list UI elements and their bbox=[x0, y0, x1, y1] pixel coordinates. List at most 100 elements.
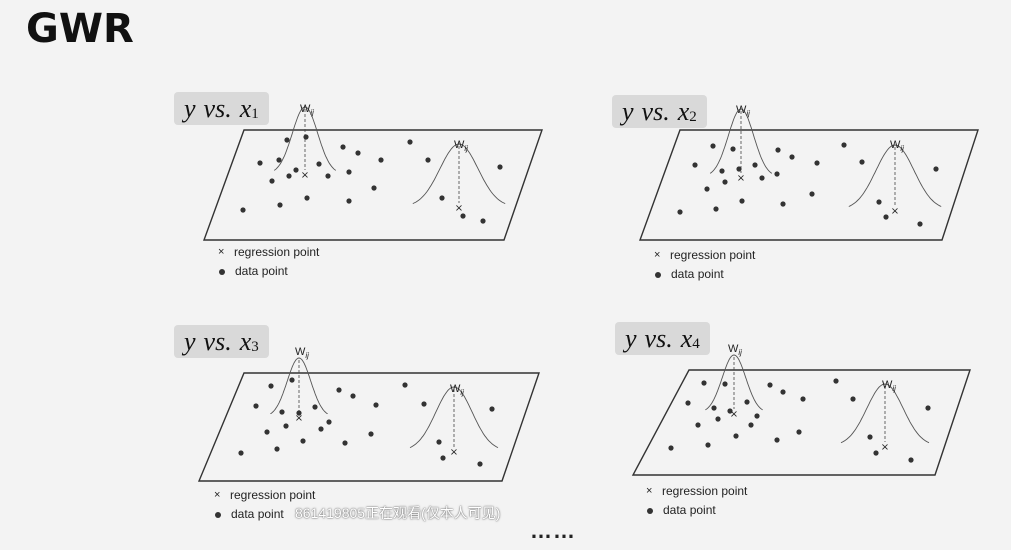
data-point bbox=[316, 161, 322, 167]
data-point bbox=[253, 403, 259, 409]
data-point bbox=[730, 146, 736, 152]
regression-point-symbol: × bbox=[218, 246, 225, 258]
kernel-weight-label: Wij bbox=[450, 383, 464, 397]
data-point bbox=[238, 450, 244, 456]
data-point bbox=[859, 159, 865, 165]
data-point bbox=[346, 198, 352, 204]
data-point bbox=[833, 378, 839, 384]
page-title: GWR bbox=[26, 6, 134, 52]
kernel-weight-label: Wij bbox=[295, 346, 309, 360]
data-point bbox=[378, 157, 384, 163]
kernel-curve bbox=[840, 383, 930, 444]
data-point bbox=[371, 185, 377, 191]
data-point bbox=[841, 142, 847, 148]
data-point bbox=[701, 380, 707, 386]
data-point bbox=[277, 202, 283, 208]
regression-point: × bbox=[891, 206, 899, 217]
plane-outline bbox=[631, 369, 971, 476]
data-point bbox=[407, 139, 413, 145]
kernel-weight-label: Wij bbox=[736, 104, 750, 118]
data-point bbox=[752, 162, 758, 168]
kernel-weight-label: Wij bbox=[454, 139, 468, 153]
data-point bbox=[436, 439, 442, 445]
data-point bbox=[774, 437, 780, 443]
data-point bbox=[425, 157, 431, 163]
data-point bbox=[274, 446, 280, 452]
data-point bbox=[325, 173, 331, 179]
legend-x2: ×regression point data point bbox=[654, 248, 756, 281]
kernel-weight-label: Wij bbox=[890, 139, 904, 153]
data-point bbox=[925, 405, 931, 411]
data-point bbox=[780, 389, 786, 395]
kernel-curve bbox=[709, 108, 773, 174]
regression-point: × bbox=[301, 170, 309, 181]
data-point bbox=[767, 382, 773, 388]
data-point bbox=[477, 461, 483, 467]
data-point bbox=[692, 162, 698, 168]
regression-point: × bbox=[881, 442, 889, 453]
data-point bbox=[402, 382, 408, 388]
data-point bbox=[268, 383, 274, 389]
data-point bbox=[814, 160, 820, 166]
data-point bbox=[269, 178, 275, 184]
kernel-curve bbox=[412, 143, 506, 205]
data-point bbox=[240, 207, 246, 213]
data-point bbox=[340, 144, 346, 150]
kernel-curve bbox=[409, 386, 499, 449]
data-point bbox=[489, 406, 495, 412]
kernel-curve bbox=[270, 357, 328, 415]
data-point bbox=[719, 168, 725, 174]
data-point bbox=[867, 434, 873, 440]
data-point bbox=[800, 396, 806, 402]
data-point-symbol bbox=[655, 271, 661, 278]
data-point bbox=[722, 179, 728, 185]
data-point bbox=[284, 137, 290, 143]
data-point bbox=[917, 221, 923, 227]
data-point bbox=[685, 400, 691, 406]
data-point bbox=[304, 195, 310, 201]
regression-point: × bbox=[730, 409, 738, 420]
data-point bbox=[733, 433, 739, 439]
data-point bbox=[677, 209, 683, 215]
data-point bbox=[312, 404, 318, 410]
data-point bbox=[739, 198, 745, 204]
legend-x4: ×regression point data point bbox=[646, 484, 748, 517]
data-point bbox=[439, 195, 445, 201]
kernel-weight-label: Wij bbox=[300, 103, 314, 117]
kernel-curve bbox=[705, 354, 763, 411]
data-point bbox=[705, 442, 711, 448]
legend-x3: ×regression point data point bbox=[214, 488, 316, 521]
kernel-weight-label: Wij bbox=[882, 379, 896, 393]
data-point bbox=[780, 201, 786, 207]
regression-point-symbol: × bbox=[654, 249, 661, 261]
data-point bbox=[774, 171, 780, 177]
data-point bbox=[883, 214, 889, 220]
data-point bbox=[789, 154, 795, 160]
data-point bbox=[710, 143, 716, 149]
data-point bbox=[754, 413, 760, 419]
data-point bbox=[796, 429, 802, 435]
data-point bbox=[908, 457, 914, 463]
data-point bbox=[713, 206, 719, 212]
data-point bbox=[326, 419, 332, 425]
data-point bbox=[355, 150, 361, 156]
data-point bbox=[300, 438, 306, 444]
data-point bbox=[350, 393, 356, 399]
data-point bbox=[850, 396, 856, 402]
data-point bbox=[775, 147, 781, 153]
kernel-weight-label: Wij bbox=[728, 343, 742, 357]
data-point bbox=[873, 450, 879, 456]
plane-outline bbox=[639, 129, 979, 241]
data-point bbox=[342, 440, 348, 446]
data-point-symbol bbox=[215, 511, 221, 518]
data-point bbox=[336, 387, 342, 393]
data-point bbox=[715, 416, 721, 422]
data-point bbox=[695, 422, 701, 428]
